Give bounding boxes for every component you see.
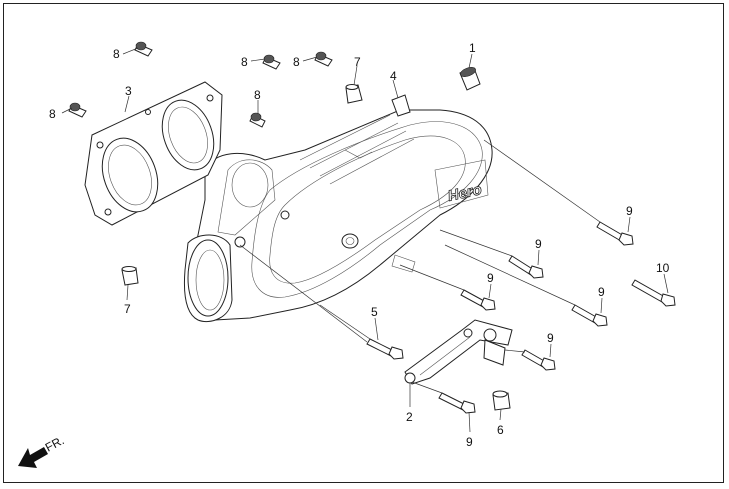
label-part-7-upper: 7: [354, 55, 361, 69]
part-labels: 1 3 4 7 7 8 8 8 8 8 9 9 10 9 9 5 9 2 6 9: [49, 41, 670, 449]
label-part-5: 5: [371, 305, 378, 319]
cover-plate: [84, 81, 223, 226]
label-part-2: 2: [406, 410, 413, 424]
label-part-8-c: 8: [293, 55, 300, 69]
label-part-4: 4: [390, 69, 397, 83]
part-6-nut: [492, 390, 511, 411]
screws-8: [68, 41, 333, 128]
label-part-9-e: 9: [547, 331, 554, 345]
part-1-bushing: [459, 67, 481, 91]
bracket: [404, 319, 513, 385]
part-7-cap-upper: [345, 84, 363, 104]
label-part-6: 6: [497, 423, 504, 437]
label-part-9-a: 9: [626, 204, 633, 218]
label-part-8-e: 8: [254, 88, 261, 102]
front-direction-indicator: FR.: [18, 433, 66, 468]
label-part-8-b: 8: [241, 55, 248, 69]
label-part-9-b: 9: [535, 237, 542, 251]
label-part-3: 3: [125, 84, 132, 98]
label-part-8-a: 8: [113, 47, 120, 61]
label-part-1: 1: [469, 41, 476, 55]
label-part-9-f: 9: [466, 435, 473, 449]
label-part-8-d: 8: [49, 107, 56, 121]
part-7-cap-lower: [121, 266, 139, 286]
diagram-frame: [3, 3, 724, 483]
front-arrow-icon: [18, 447, 48, 468]
crankcase-cover: Hero: [183, 94, 493, 323]
label-part-9-c: 9: [487, 271, 494, 285]
label-part-7-lower: 7: [124, 302, 131, 316]
bolts: [366, 221, 676, 414]
label-part-9-d: 9: [598, 285, 605, 299]
label-part-10: 10: [656, 261, 670, 275]
leader-lines: [61, 47, 669, 433]
